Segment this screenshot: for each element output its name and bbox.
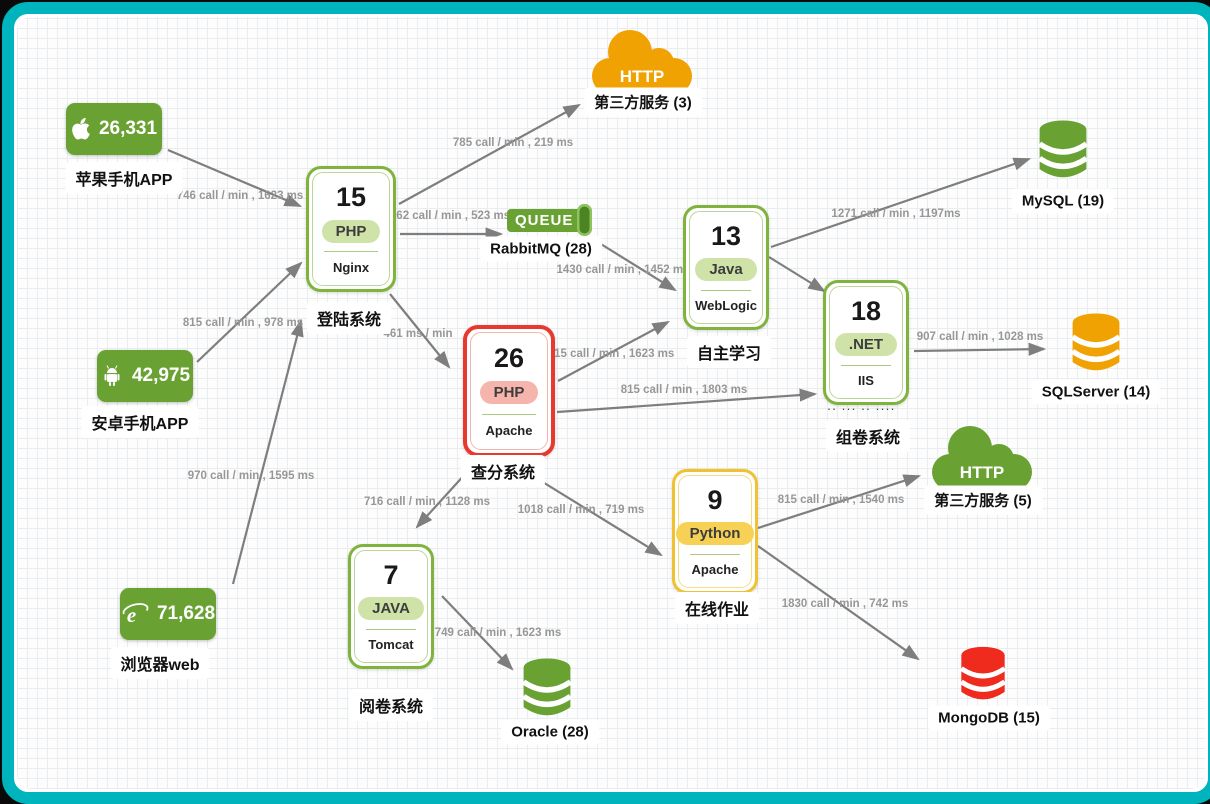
edge-label: 1830 call / min , 742 ms [781,598,909,610]
node-label-third-party-3: 第三方服务 (3) [584,87,702,117]
node-score-system[interactable]: 26 PHP Apache [463,325,555,457]
node-label-online-homework: 在线作业 [674,592,760,624]
tech-badge: .NET [834,333,898,357]
node-label-mongodb: MongoDB (15) [928,705,1050,731]
ie-browser-icon: e [122,603,149,627]
apple-icon [72,117,90,140]
node-third-party-5[interactable]: HTTP [930,426,1034,490]
edge-label: 815 call / min , 1623 ms [547,348,675,360]
database-icon [1038,120,1088,178]
server-name: Apache [485,422,533,438]
database-icon [522,658,572,716]
edge-label: 461 ms / min [383,328,453,340]
tech-badge: PHP [321,219,381,243]
node-label-login-system: 登陆系统 [306,302,392,334]
tech-badge: Java [695,258,757,282]
server-name: IIS [858,372,874,388]
divider [700,289,752,291]
edge-label: 785 call / min , 219 ms [452,137,574,149]
node-android-app[interactable]: 42,975 [97,350,193,402]
http-cloud-icon [932,454,1032,490]
edge-label: 749 call / min , 1623 ms [434,627,562,639]
node-paper-system[interactable]: 18 .NET IIS [823,280,909,405]
source-count: 42,975 [131,365,191,386]
node-label-score-system: 查分系统 [460,455,546,487]
node-self-learning[interactable]: 13 Java WebLogic [683,205,769,330]
node-label-android-app: 安卓手机APP [81,406,199,438]
response-time-value: 13 [710,221,742,252]
node-label-third-party-5: 第三方服务 (5) [924,485,1042,515]
server-name: Nginx [332,259,370,275]
tech-badge: PHP [479,381,539,405]
edge-label: 716 call / min , 1128 ms [364,496,490,508]
divider [689,553,741,555]
android-icon [104,365,120,386]
response-time-value: 7 [383,560,399,591]
edge-arrow [556,388,818,414]
server-name: Apache [691,561,739,577]
tech-badge: Python [675,522,755,546]
divider [365,628,417,630]
node-label-mysql: MySQL (19) [1011,188,1115,214]
node-mysql[interactable] [1036,118,1090,191]
node-mongodb[interactable] [958,642,1008,715]
tech-badge: JAVA [358,597,424,621]
edge-label: 815 call / min , 978 ms [182,317,304,329]
edge-label: 1271 call / min , 1197ms [831,208,961,220]
node-label-grading-system: 阅卷系统 [348,689,434,721]
response-time-value: 15 [335,182,367,213]
divider [324,251,378,253]
obscured-text: ·· ··· ·· ···· [827,405,897,413]
edge-arrow [913,342,1047,356]
node-third-party-3[interactable]: HTTP [590,30,694,94]
node-online-homework[interactable]: 9 Python Apache [672,469,758,594]
node-label-paper-system: 组卷系统 [825,420,911,452]
topology-canvas: 746 call / min , 1623 ms 815 call / min … [17,17,1205,789]
node-sqlserver[interactable] [1069,311,1123,384]
node-login-system[interactable]: 15 PHP Nginx [306,166,396,292]
divider [482,413,536,415]
edge-label: 907 call / min , 1028 ms [916,331,1044,343]
response-time-value: 18 [850,296,882,327]
node-rabbitmq[interactable]: QUEUE [507,204,593,236]
edge-label: 970 call / min , 1595 ms [187,470,315,482]
queue-icon: QUEUE [507,208,582,232]
server-name: WebLogic [695,297,757,313]
edge-label: 1018 call / min , 719 ms [517,504,645,516]
edge-arrow [398,103,581,205]
node-browser-web[interactable]: e 71,628 [120,588,216,640]
node-label-browser-web: 浏览器web [110,647,210,679]
node-apple-app[interactable]: 26,331 [66,103,162,155]
edge-arrow [768,256,826,293]
node-label-apple-app: 苹果手机APP [65,162,183,194]
source-count: 71,628 [156,603,216,624]
node-label-rabbitmq: RabbitMQ (28) [480,236,602,262]
divider [840,364,892,366]
edge-label: 1430 call / min , 1452 ms [556,264,690,276]
response-time-value: 26 [493,343,525,374]
server-name: Tomcat [368,636,414,652]
source-count: 26,331 [98,118,158,139]
queue-cylinder-icon [577,204,593,236]
response-time-value: 9 [707,485,723,516]
http-cloud-text: HTTP [959,463,1005,482]
database-icon [959,646,1007,700]
edge-label: 746 call / min , 1623 ms [176,190,304,202]
edge-label: 662 call / min , 523 ms [389,210,511,222]
node-grading-system[interactable]: 7 JAVA Tomcat [348,544,434,669]
edge-arrow [770,157,1032,249]
edge-arrow [231,318,304,585]
node-label-oracle: Oracle (28) [501,719,599,745]
http-cloud-text: HTTP [619,67,665,86]
node-label-self-learning: 自主学习 [686,336,772,368]
node-label-sqlserver: SQLServer (14) [1031,379,1161,405]
svg-text:e: e [127,603,136,627]
edge-arrow [196,261,303,363]
edge-label: 815 call / min , 1540 ms [777,494,905,506]
edge-label: 815 call / min , 1803 ms [620,384,748,396]
node-oracle[interactable] [520,656,574,729]
database-icon [1071,313,1121,371]
